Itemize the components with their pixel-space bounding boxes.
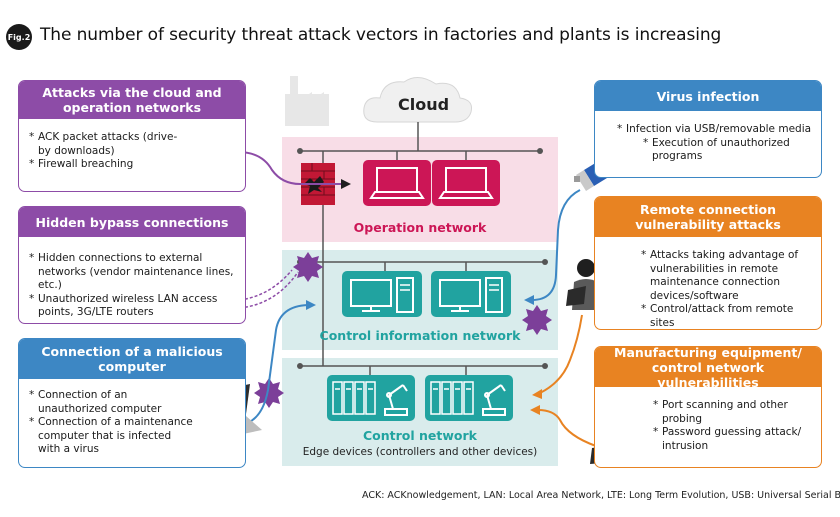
controller-1 [327, 375, 415, 421]
usb-arrow [531, 189, 581, 301]
threat-item: Connection of a maintenance computer tha… [29, 416, 193, 457]
threat-item: Execution of unauthorized programs [643, 137, 817, 164]
threat-item: ACK packet attacks (drive-by downloads) [29, 131, 179, 158]
threat-item: Connection of an unauthorized computer [29, 389, 193, 416]
operation-terminal-1 [363, 160, 431, 206]
control-network-label: Control network [363, 428, 477, 443]
factory-icon [285, 76, 329, 126]
threat-title: Manufacturing equipment/ control network… [595, 347, 821, 390]
threat-item: Port scanning and other probing [653, 399, 819, 426]
remote-attack-arrow [539, 314, 583, 394]
threat-box-remote-connection: Remote connection vulnerability attacks … [594, 196, 822, 330]
malicious-computer-arrow [239, 304, 309, 426]
server-icon [350, 277, 414, 313]
cloud-attack-arrow [237, 151, 343, 185]
operation-terminal-2 [432, 160, 500, 206]
controller-icon [332, 381, 408, 416]
control-info-terminal-1 [342, 271, 422, 317]
threat-title: Attacks via the cloud and operation netw… [19, 81, 245, 119]
controller-icon [430, 381, 506, 416]
virus-icon [254, 252, 552, 408]
cloud-label: Cloud [398, 95, 450, 114]
footnote: ACK: ACKnowledgement, LAN: Local Area Ne… [362, 490, 840, 501]
threat-box-hidden-bypass: Hidden bypass connections Hidden connect… [18, 206, 246, 324]
threat-item: Attacks taking advantage of vulnerabilit… [641, 249, 819, 303]
threat-item: Password guessing attack/ intrusion [653, 426, 819, 453]
figure-tag: Fig.2 [6, 24, 32, 50]
threat-title: Connection of a malicious computer [19, 339, 245, 379]
threat-box-cloud-attacks: Attacks via the cloud and operation netw… [18, 80, 246, 192]
threat-item: Hidden connections to external networks … [29, 252, 243, 293]
robot-arm-icon [384, 384, 408, 416]
bypass-arrow [239, 269, 293, 301]
monitor-icon [438, 167, 494, 199]
server-icon [439, 277, 503, 313]
threat-item: Control/attack from remote sites [641, 303, 819, 329]
cloud-icon [363, 77, 472, 123]
threat-item: Firewall breaching [29, 158, 179, 172]
monitor-icon [369, 167, 425, 199]
remote-hacker-icon [566, 259, 600, 310]
threat-item: Infection via USB/removable media [617, 123, 817, 137]
threat-item: Unauthorized wireless LAN access points,… [29, 293, 243, 320]
control-information-network-label: Control information network [319, 328, 521, 343]
threat-box-malicious-computer: Connection of a malicious computer Conne… [18, 338, 246, 468]
threat-title: Hidden bypass connections [19, 207, 245, 237]
threat-title: Virus infection [595, 81, 821, 111]
threat-box-manufacturing-equipment: Manufacturing equipment/ control network… [594, 346, 822, 468]
operation-network-label: Operation network [353, 220, 487, 235]
control-info-terminal-2 [431, 271, 511, 317]
equipment-attack-arrow [537, 409, 597, 447]
threat-box-virus-infection: Virus infection Infection via USB/remova… [594, 80, 822, 178]
controller-2 [425, 375, 513, 421]
robot-arm-icon [482, 384, 506, 416]
threat-title: Remote connection vulnerability attacks [595, 197, 821, 237]
edge-devices-label: Edge devices (controllers and other devi… [302, 446, 538, 458]
figure-title: The number of security threat attack vec… [40, 25, 722, 45]
